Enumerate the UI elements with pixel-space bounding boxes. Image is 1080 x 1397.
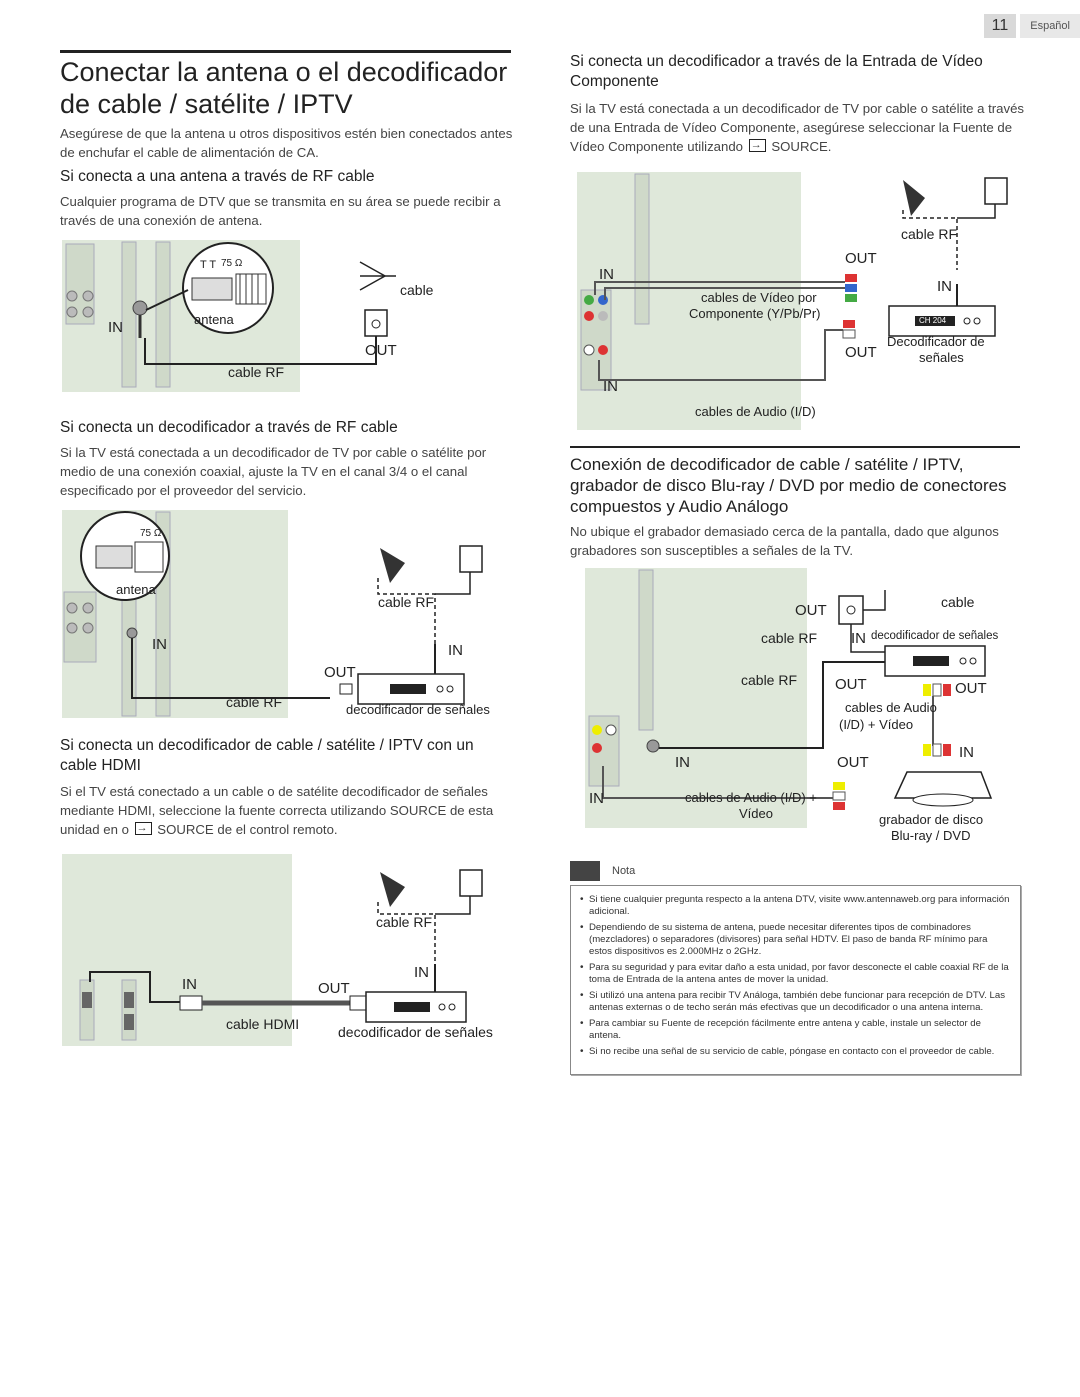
- composite-in-left: IN: [589, 790, 604, 807]
- cable-hdmi-label: cable HDMI: [226, 1016, 300, 1032]
- component-decoder-label-1: Decodificador de: [887, 334, 985, 349]
- rf-decoder-diagram: 75 Ω antena IN cable RF IN OUT cable RF …: [60, 508, 515, 722]
- in-tv-label: IN: [152, 636, 167, 653]
- in-box-label: IN: [448, 642, 463, 659]
- composite-cable-rf-1: cable RF: [761, 630, 818, 646]
- ohm-label-2: 75 Ω: [140, 528, 162, 539]
- rf-decoder-text: Si la TV está conectada a un decodificad…: [60, 445, 487, 498]
- composite-audio-cables-2: (I/D) + Vídeo: [839, 717, 914, 732]
- component-heading: Si conecta un decodificador a través de …: [570, 53, 983, 90]
- intro-text: Asegúrese de que la antena u otros dispo…: [60, 126, 513, 160]
- hdmi-decoder-label: decodificador de señales: [338, 1024, 493, 1040]
- component-out-top-label: OUT: [845, 250, 877, 267]
- rf-antenna-heading: Si conecta a una antena a través de RF c…: [60, 168, 375, 185]
- section-rule: [570, 446, 1020, 448]
- component-decoder-label-2: señales: [919, 350, 964, 365]
- composite-av-cables-2: Vídeo: [739, 806, 773, 821]
- hdmi-text-1: Si el TV está conectado a un cable o de …: [60, 784, 494, 837]
- component-cable-rf-label: cable RF: [901, 226, 958, 242]
- component-text-1: Si la TV está conectada a un decodificad…: [570, 101, 1025, 154]
- hdmi-diagram: cable RF IN IN OUT cable HDMI decodifica…: [60, 852, 515, 1048]
- note-item-3: Para su seguridad y para evitar daño a e…: [580, 962, 1012, 986]
- hdmi-text-2: SOURCE de el control remoto.: [157, 822, 338, 837]
- video-cables-label-1: cables de Vídeo por: [701, 290, 817, 305]
- page-title: Conectar la antena o el decodificador de…: [60, 57, 508, 119]
- cable-label: cable: [400, 282, 434, 298]
- svg-text:T T: T T: [200, 259, 216, 271]
- note-item-4: Si utilizó una antena para recibir TV An…: [580, 990, 1012, 1014]
- hdmi-in-box-label: IN: [414, 964, 429, 981]
- composite-av-cables-1: cables de Audio (I/D) +: [685, 790, 817, 805]
- composite-out-box-right: OUT: [955, 680, 987, 697]
- note-item-1: Si tiene cualquier pregunta respecto a l…: [580, 894, 1012, 918]
- composite-cable-label: cable: [941, 594, 975, 610]
- ohm-label: 75 Ω: [221, 258, 243, 269]
- composite-recorder-2: Blu-ray / DVD: [891, 828, 971, 843]
- rf-decoder-heading: Si conecta un decodificador a través de …: [60, 419, 398, 436]
- composite-decoder-label: decodificador de señales: [871, 630, 999, 642]
- composite-out-box: OUT: [835, 676, 867, 693]
- note-header: Nota: [570, 861, 1020, 883]
- out-label-2: OUT: [324, 664, 356, 681]
- composite-cable-rf-2: cable RF: [741, 672, 798, 688]
- composite-diagram: OUT cable cable RF IN decodificador de s…: [583, 566, 1020, 852]
- antenna-diagram: T T 75 Ω antena IN cable OUT cable RF: [60, 238, 515, 396]
- composite-heading: Conexión de decodificador de cable / sat…: [570, 455, 1007, 516]
- rf-antenna-text: Cualquier programa de DTV que se transmi…: [60, 194, 501, 228]
- composite-in-decoder: IN: [851, 630, 866, 647]
- composite-recorder-1: grabador de disco: [879, 812, 984, 827]
- cable-rf-top-label: cable RF: [378, 594, 435, 610]
- composite-out-rec: OUT: [837, 754, 869, 771]
- note-item-5: Para cambiar su Fuente de recepción fáci…: [580, 1018, 1012, 1042]
- composite-in-tv: IN: [675, 754, 690, 771]
- audio-cables-label: cables de Audio (I/D): [695, 404, 816, 419]
- cable-rf-label: cable RF: [228, 364, 285, 380]
- video-cables-label-2: Componente (Y/Pb/Pr): [689, 306, 821, 321]
- component-text-2: SOURCE.: [771, 139, 832, 154]
- note-label: Nota: [612, 865, 636, 877]
- composite-audio-cables-1: cables de Audio: [845, 700, 937, 715]
- hdmi-text: Si el TV está conectado a un cable o de …: [60, 782, 515, 839]
- note-box: Si tiene cualquier pregunta respecto a l…: [570, 885, 1021, 1075]
- hdmi-cable-rf-label: cable RF: [376, 914, 433, 930]
- cable-rf-label-2: cable RF: [226, 694, 283, 710]
- in-label: IN: [108, 319, 123, 336]
- source-icon: [134, 819, 152, 838]
- page-number: 11: [983, 14, 1017, 38]
- composite-text: No ubique el grabador demasiado cerca de…: [570, 524, 999, 558]
- component-out-mid-label: OUT: [845, 344, 877, 361]
- note-icon: [570, 861, 600, 881]
- title-rule: [60, 50, 511, 53]
- composite-out-top-label: OUT: [795, 602, 827, 619]
- component-in-tv-label: IN: [599, 266, 614, 283]
- component-diagram: cable RF OUT IN IN cables de Vídeo por C…: [575, 170, 1020, 432]
- note-item-2: Dependiendo de su sistema de antena, pue…: [580, 922, 1012, 958]
- note-item-6: Si no recibe una señal de su servicio de…: [580, 1046, 1012, 1058]
- hdmi-heading: Si conecta un decodificador de cable / s…: [60, 737, 474, 774]
- hdmi-in-tv-label: IN: [182, 976, 197, 993]
- component-in-box-label: IN: [937, 278, 952, 295]
- source-icon-2: [748, 136, 766, 155]
- composite-in-right: IN: [959, 744, 974, 761]
- component-display: CH 204: [919, 316, 947, 325]
- decoder-label: decodificador de señales: [346, 702, 490, 717]
- antenna-label: antena: [194, 312, 234, 327]
- antenna-label-2: antena: [116, 582, 156, 597]
- component-in-audio-label: IN: [603, 378, 618, 395]
- component-text: Si la TV está conectada a un decodificad…: [570, 99, 1025, 156]
- out-label: OUT: [365, 342, 397, 359]
- page-header: 11 Español: [983, 14, 1080, 38]
- language-label: Español: [1020, 14, 1080, 38]
- hdmi-out-label: OUT: [318, 980, 350, 997]
